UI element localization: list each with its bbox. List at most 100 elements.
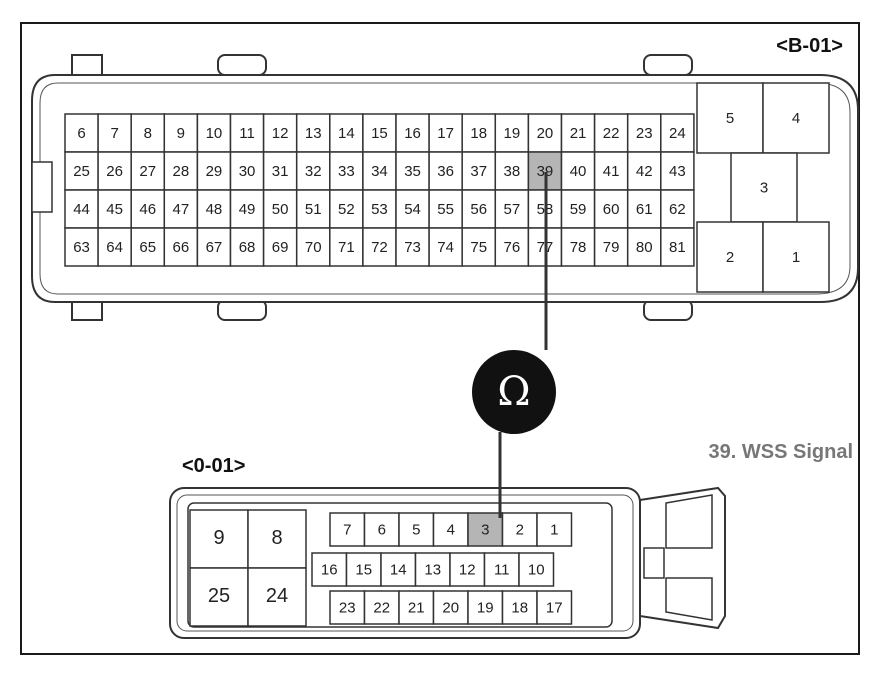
b01-pin-63: 63 <box>64 227 99 267</box>
b01-power-pin-4: 4 <box>762 82 830 154</box>
b01-pin-7-box <box>97 113 132 153</box>
o01-pin-10: 10 <box>518 552 555 587</box>
o01-pin-7-box <box>329 512 366 547</box>
o01-pin-21-box <box>398 590 435 625</box>
b01-pin-71-number: 71 <box>338 239 355 256</box>
b01-pin-65-box <box>130 227 166 267</box>
b01-pin-65-number: 65 <box>139 239 156 256</box>
o01-pin-14-box <box>380 552 417 587</box>
b01-pin-9: 9 <box>163 113 199 153</box>
o01-pin-12-number: 12 <box>459 562 476 579</box>
b01-power-pin-3-number: 3 <box>760 180 768 197</box>
b01-pin-27-number: 27 <box>139 163 156 180</box>
o01-pin-23: 23 <box>329 590 366 625</box>
b01-pin-19: 19 <box>494 113 530 153</box>
b01-pin-28: 28 <box>163 151 199 191</box>
b01-pin-68-number: 68 <box>239 239 256 256</box>
b01-pin-10-number: 10 <box>206 125 223 142</box>
b01-pin-59-box <box>560 189 596 229</box>
meter-circle <box>472 350 556 434</box>
o01-pin-4-box <box>432 512 469 547</box>
b01-pin-46-number: 46 <box>139 201 156 218</box>
o01-pin-22-box <box>363 590 400 625</box>
b01-pin-20-box <box>527 113 563 153</box>
b01-pin-53-box <box>362 189 397 229</box>
o01-pin-field <box>187 502 613 628</box>
o01-pin-15: 15 <box>345 552 382 587</box>
b01-pin-76-number: 76 <box>504 239 521 256</box>
b01-pin-78: 78 <box>560 227 596 267</box>
b01-pin-22: 22 <box>593 113 629 153</box>
o01-pin-20: 20 <box>432 590 469 625</box>
b01-pin-23-number: 23 <box>636 125 653 142</box>
b01-pin-37-number: 37 <box>470 163 487 180</box>
b01-power-pin-1: 1 <box>762 221 830 293</box>
o01-pin-13-number: 13 <box>424 562 441 579</box>
b01-pin-9-number: 9 <box>177 125 185 142</box>
b01-pin-41-box <box>593 151 629 191</box>
b01-pin-33-box <box>329 151 364 191</box>
b01-pin-12-number: 12 <box>272 125 289 142</box>
b01-pin-18-box <box>461 113 497 153</box>
b01-latch-top-left <box>217 54 267 76</box>
b01-pin-46: 46 <box>130 189 166 229</box>
b01-pin-72-box <box>362 227 397 267</box>
b01-pin-39-number: 39 <box>537 163 554 180</box>
b01-pin-63-number: 63 <box>73 239 90 256</box>
b01-pin-9-box <box>163 113 199 153</box>
b01-pin-71-box <box>329 227 364 267</box>
b01-pin-62-box <box>660 189 695 229</box>
o01-pin-5-number: 5 <box>412 522 420 539</box>
b01-pin-43: 43 <box>660 151 695 191</box>
o01-pin-14: 14 <box>380 552 417 587</box>
meter-symbol: Ω <box>497 369 530 415</box>
b01-pin-33-number: 33 <box>338 163 355 180</box>
b01-pin-14-box <box>329 113 364 153</box>
b01-pin-14: 14 <box>329 113 364 153</box>
b01-pin-73-box <box>395 227 430 267</box>
b01-pin-59: 59 <box>560 189 596 229</box>
b01-pin-80-box <box>626 227 662 267</box>
b01-pin-12: 12 <box>262 113 298 153</box>
b01-pin-7-number: 7 <box>110 125 118 142</box>
b01-pin-64: 64 <box>97 227 132 267</box>
b01-pin-79-box <box>593 227 629 267</box>
b01-pin-69: 69 <box>262 227 298 267</box>
o01-pin-19-box <box>467 590 504 625</box>
o01-pin-1: 1 <box>536 512 573 547</box>
b01-power-pin-4-box <box>762 82 830 154</box>
o01-pin-19: 19 <box>467 590 504 625</box>
o01-plug-slot-bottom <box>665 577 713 621</box>
o01-pin-13: 13 <box>414 552 451 587</box>
b01-pin-13: 13 <box>295 113 331 153</box>
b01-pin-10-box <box>196 113 232 153</box>
b01-pin-28-box <box>163 151 199 191</box>
b01-pin-31-number: 31 <box>272 163 289 180</box>
o01-pin-17-number: 17 <box>546 600 563 617</box>
b01-pin-80-number: 80 <box>636 239 653 256</box>
b01-pin-55-number: 55 <box>437 201 454 218</box>
b01-pin-72: 72 <box>362 227 397 267</box>
o01-large-pin-8: 8 <box>247 509 307 569</box>
o01-large-pin-9-number: 9 <box>213 527 224 549</box>
b01-pin-24-number: 24 <box>669 125 686 142</box>
b01-pin-8-number: 8 <box>144 125 152 142</box>
o01-large-pin-24-number: 24 <box>266 585 288 607</box>
b01-pin-16: 16 <box>395 113 430 153</box>
o01-large-pins: 9 8 25 24 <box>189 509 307 627</box>
o01-pin-20-number: 20 <box>442 600 459 617</box>
b01-pin-36: 36 <box>428 151 463 191</box>
o01-housing-inner <box>176 494 634 632</box>
b01-pin-51-number: 51 <box>305 201 322 218</box>
b01-power-pin-4-number: 4 <box>792 110 800 127</box>
o01-large-pin-25-number: 25 <box>208 585 230 607</box>
b01-pin-61-number: 61 <box>636 201 653 218</box>
b01-pin-6-box <box>64 113 99 153</box>
b01-pin-18-number: 18 <box>470 125 487 142</box>
b01-pin-46-box <box>130 189 166 229</box>
b01-pin-57-number: 57 <box>504 201 521 218</box>
o01-pin-17: 17 <box>536 590 573 625</box>
b01-pin-54-number: 54 <box>404 201 421 218</box>
